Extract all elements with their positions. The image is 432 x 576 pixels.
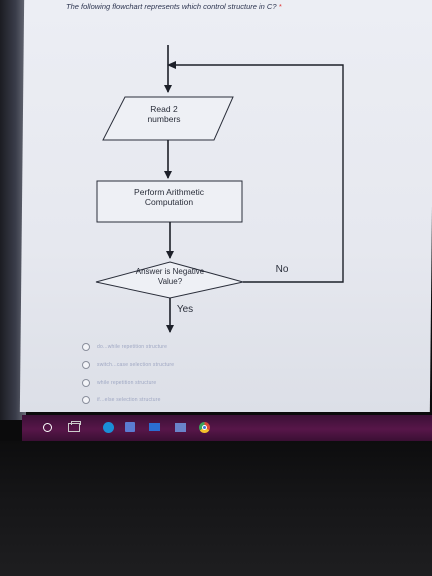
input-box-label: Read 2 numbers (147, 104, 181, 124)
question-text: The following flowchart represents which… (66, 2, 277, 11)
loop-back-line (175, 64, 344, 283)
start-icon[interactable] (40, 419, 54, 435)
store-icon[interactable] (122, 419, 138, 435)
radio-button[interactable] (82, 379, 90, 387)
edge-icon[interactable] (100, 419, 116, 435)
input-parallelogram (102, 96, 234, 141)
yes-label: Yes (176, 304, 194, 315)
task-view-icon[interactable] (66, 419, 82, 435)
radio-button[interactable] (82, 343, 90, 351)
radio-button[interactable] (82, 396, 90, 404)
option-label: do...while repetition structure (97, 344, 168, 350)
option-label: switch...case selection structure (97, 362, 175, 368)
required-mark: * (278, 2, 282, 11)
mail-icon[interactable] (146, 419, 162, 435)
option-while[interactable]: while repetition structure (82, 379, 156, 387)
option-if-else[interactable]: if...else selection structure (82, 396, 161, 404)
process-box-label: Perform Arithmetic Computation (134, 187, 204, 207)
option-label: if...else selection structure (97, 397, 161, 403)
option-do-while[interactable]: do...while repetition structure (82, 343, 167, 351)
monitor-bottom-bezel (0, 441, 432, 576)
no-label: No (275, 264, 289, 275)
chrome-icon[interactable] (196, 419, 212, 435)
option-switch-case[interactable]: switch...case selection structure (82, 361, 174, 369)
radio-button[interactable] (82, 361, 90, 369)
loop-back-arrowhead (167, 61, 176, 69)
flowchart (95, 45, 344, 333)
decision-label: Answer is Negative Value? (135, 267, 205, 286)
photos-icon[interactable] (172, 419, 188, 435)
taskbar (22, 415, 432, 441)
process-box (96, 180, 243, 223)
option-label: while repetition structure (97, 380, 157, 386)
question-title: The following flowchart represents which… (66, 2, 282, 11)
